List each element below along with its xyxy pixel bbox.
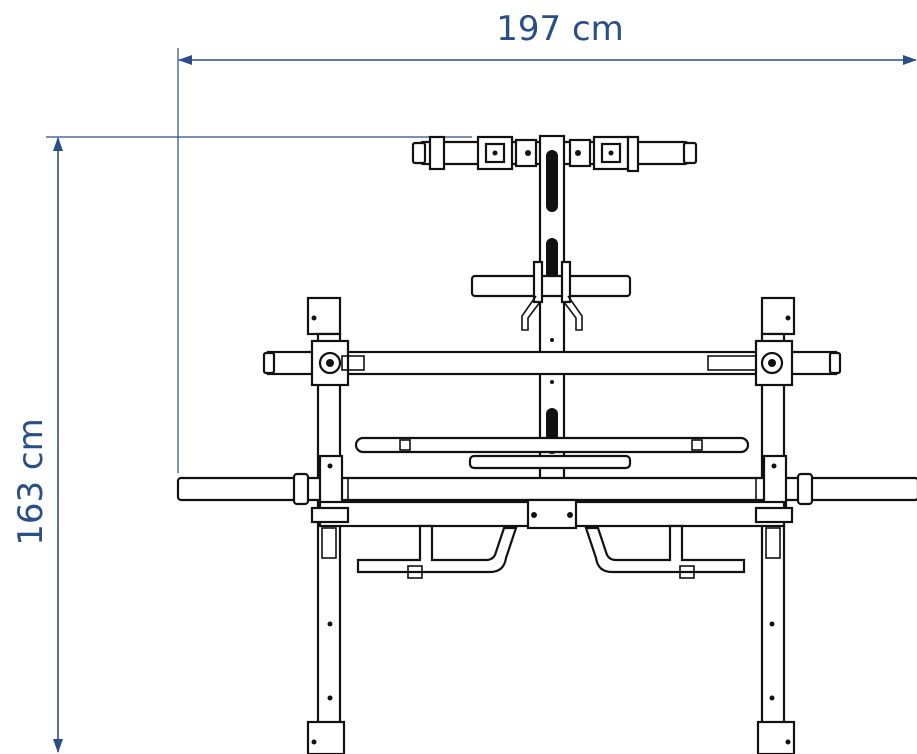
power-rack	[176, 134, 917, 754]
width-label: 197 cm	[496, 9, 624, 49]
width-dimension: 197 cm	[177, 9, 917, 473]
lower-handles	[356, 524, 746, 579]
lower-crossbar	[310, 498, 794, 530]
dip-handle	[470, 260, 632, 331]
right-upright	[756, 296, 796, 754]
height-dimension: 163 cm	[11, 136, 472, 753]
upper-crossbar	[262, 339, 842, 387]
rear-rails	[354, 436, 750, 470]
height-label: 163 cm	[11, 418, 51, 546]
barbell	[176, 454, 917, 508]
left-upright	[306, 296, 346, 754]
